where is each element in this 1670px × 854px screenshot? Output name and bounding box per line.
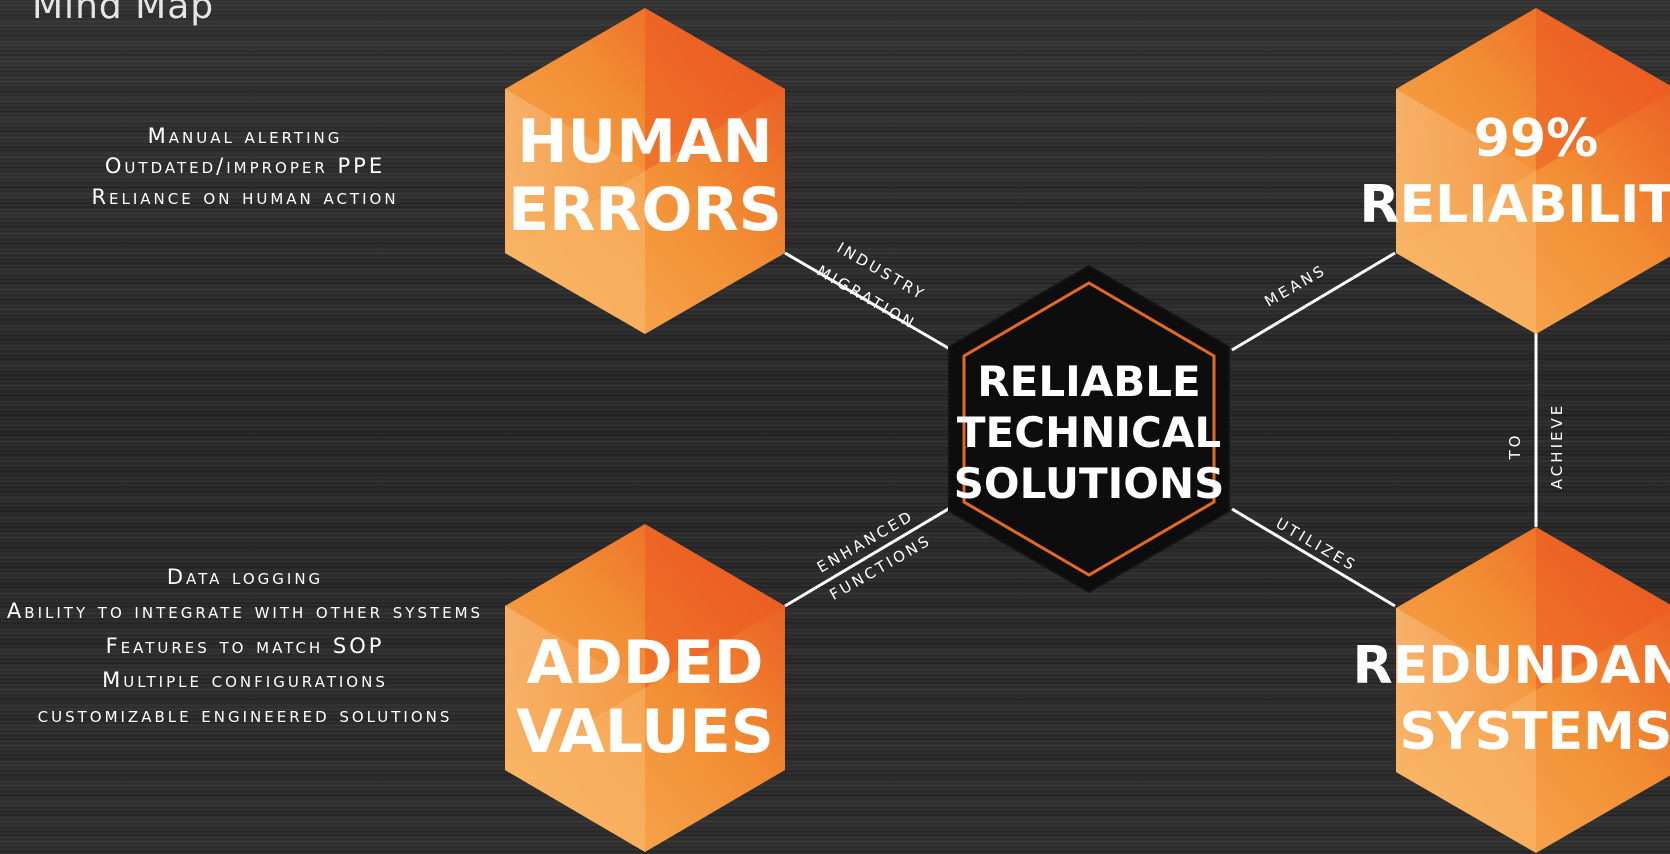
reliability-node: 99% RELIABILITY <box>1360 8 1670 334</box>
center-hexagon-border <box>962 281 1216 577</box>
edge-label-achieve: ACHIEVE <box>1548 403 1566 489</box>
reliability-title-line-1: 99% <box>1474 109 1598 169</box>
detail-item: Data logging <box>166 565 324 589</box>
added-values-title-line-1: ADDED <box>527 628 764 698</box>
center-title-line-2: TECHNICAL <box>957 408 1221 457</box>
redundant-systems-title-line-1: REDUNDANT <box>1353 636 1670 696</box>
detail-item: Manual alerting <box>147 124 343 148</box>
redundant-systems-title-line-2: SYSTEMS <box>1400 702 1670 762</box>
redundant-systems-node: REDUNDANT SYSTEMS <box>1353 527 1670 853</box>
detail-item: Multiple configurations <box>102 668 388 693</box>
connector-human-errors <box>784 251 956 354</box>
human-errors-node: HUMAN ERRORS <box>505 8 785 334</box>
detail-item: Ability to integrate with other systems <box>6 599 484 624</box>
added-values-title-line-2: VALUES <box>516 697 774 767</box>
connector-reliability <box>1231 251 1396 352</box>
connector-redundant <box>1231 507 1396 608</box>
center-node: RELIABLE TECHNICAL SOLUTIONS <box>948 264 1230 594</box>
detail-item: Features to match SOP <box>105 633 385 658</box>
connector-added-values <box>784 503 956 608</box>
connector-lines <box>784 251 1538 608</box>
detail-item: customizable engineered solutions <box>37 702 453 727</box>
center-title-line-1: RELIABLE <box>977 357 1200 406</box>
human-errors-title-line-1: HUMAN <box>517 107 772 177</box>
center-title-line-3: SOLUTIONS <box>954 459 1225 508</box>
reliability-title-line-2: RELIABILITY <box>1360 175 1670 235</box>
center-hexagon-outer <box>948 264 1230 594</box>
human-errors-title-line-2: ERRORS <box>508 175 782 245</box>
page-title: Mind Map <box>32 0 215 27</box>
edge-label-reliability: MEANS <box>1261 261 1329 311</box>
edge-label-to: TO <box>1506 433 1524 461</box>
edge-label-redundant: UTILIZES <box>1273 514 1360 575</box>
detail-item: Outdated/improper PPE <box>104 154 386 179</box>
added-values-node: ADDED VALUES <box>505 524 785 852</box>
human-errors-detail-list: Manual alerting Outdated/improper PPE Re… <box>10 124 480 217</box>
detail-item: Reliance on human action <box>91 184 399 209</box>
added-values-detail-list: Data logging Ability to integrate with o… <box>0 565 490 739</box>
